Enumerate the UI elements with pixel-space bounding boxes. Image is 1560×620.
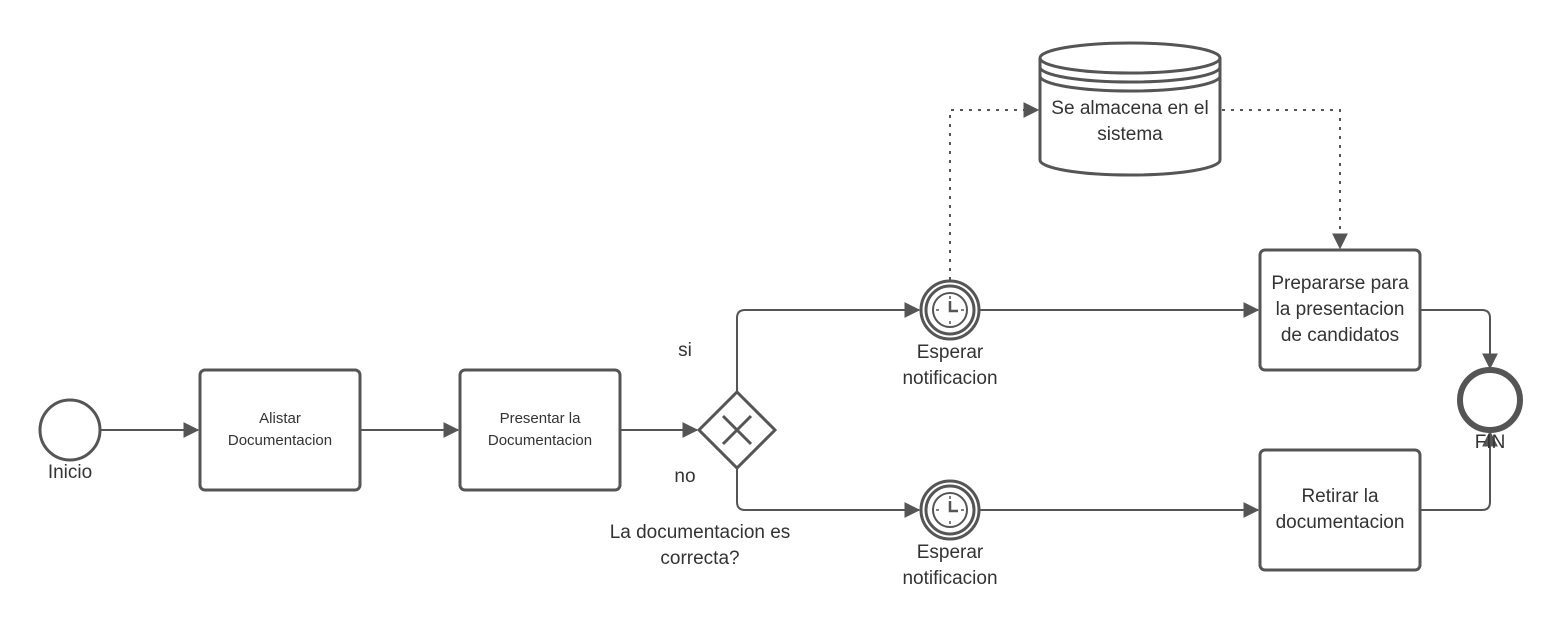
task-retirar-label: Retirar la documentacion	[1275, 486, 1405, 533]
flow-retirar-fin	[1420, 430, 1498, 511]
data-associations	[949, 102, 1348, 280]
end-event[interactable]	[1457, 367, 1523, 433]
flow-gateway-no	[736, 468, 921, 518]
timer-event-lower[interactable]	[919, 479, 981, 541]
flow-prepararse-fin	[1420, 309, 1498, 370]
task-presentar-label: Presentar la Documentacion	[487, 410, 593, 449]
flow-gateway-si	[736, 302, 921, 392]
start-event-label: Inicio	[47, 462, 93, 483]
timer-event-upper[interactable]	[919, 279, 981, 341]
task-prepararse-label: Prepararse para la presentacion de candi…	[1271, 273, 1409, 346]
clock-icon	[932, 492, 968, 528]
end-event-label: FIN	[1474, 432, 1506, 453]
data-store[interactable]	[1038, 41, 1222, 177]
timer-lower-label: Esperar notificacion	[902, 542, 998, 589]
sequence-flows	[100, 302, 1498, 518]
gateway-question-label: La documentacion es correcta?	[609, 522, 791, 569]
association-timer-datastore	[949, 102, 1040, 280]
data-store-label: Se almacena en el sistema	[1051, 98, 1209, 145]
exclusive-gateway[interactable]	[696, 389, 778, 471]
timer-upper-label: Esperar notificacion	[902, 342, 998, 389]
gateway-branch-no-label: no	[674, 466, 696, 487]
gateway-branch-yes-label: si	[678, 340, 692, 361]
task-alistar-label: Alistar Documentacion	[227, 410, 333, 449]
association-datastore-prepararse	[1222, 109, 1348, 250]
x-cross-icon	[721, 414, 753, 446]
clock-icon	[932, 292, 968, 328]
start-event[interactable]	[38, 398, 102, 462]
